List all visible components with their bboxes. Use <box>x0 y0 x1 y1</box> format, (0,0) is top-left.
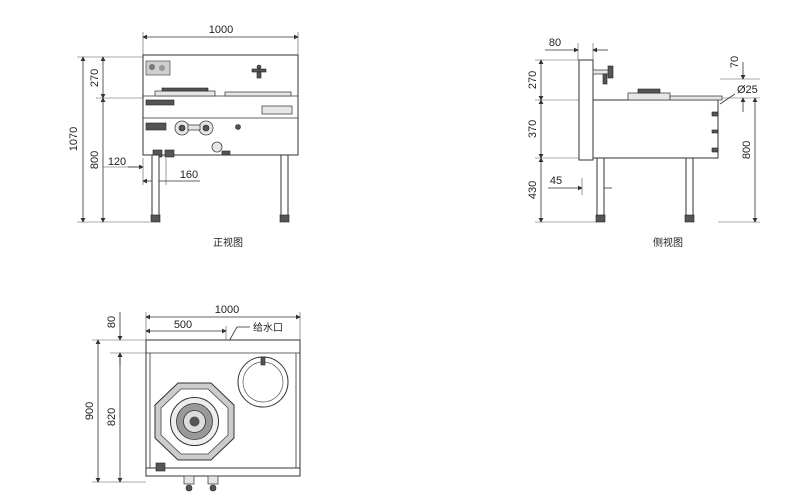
front-left-offset-label: 120 <box>108 156 126 168</box>
side-height-label: 800 <box>741 141 753 159</box>
side-leg-offset-label: 45 <box>550 175 562 187</box>
top-half-label: 500 <box>174 319 192 331</box>
top-depth-label: 900 <box>84 402 96 420</box>
front-legs <box>150 154 290 223</box>
side-view-caption: 侧视图 <box>653 236 683 249</box>
side-view: 80 270 370 430 45 <box>527 37 760 249</box>
side-water-pipe <box>578 59 614 161</box>
front-knob-span-label: 160 <box>180 169 198 181</box>
side-dim-pipe: 80 <box>545 37 608 60</box>
top-back-label: 80 <box>106 316 118 328</box>
side-spout-label: 70 <box>729 56 741 68</box>
top-dim-width: 1000 500 <box>145 304 301 355</box>
top-width-label: 1000 <box>215 304 239 316</box>
front-logo-sticker <box>145 60 171 76</box>
side-pipe-label: 80 <box>549 37 561 49</box>
front-view: 1000 1070 270 800 120 160 <box>68 24 299 249</box>
front-dim-left: 1070 270 800 <box>68 56 150 223</box>
front-dim-width: 1000 <box>142 24 299 55</box>
top-front-rail <box>145 467 301 477</box>
side-bottom-label: 430 <box>527 181 539 199</box>
water-inlet-label: 给水口 <box>253 321 283 334</box>
side-stove-body <box>592 99 719 159</box>
side-legs <box>595 157 695 223</box>
side-burner <box>627 88 723 101</box>
side-top-label: 270 <box>527 71 539 89</box>
top-inner-depth-label: 820 <box>106 408 118 426</box>
side-front-panel <box>711 111 719 153</box>
front-faucet-icon <box>251 64 267 79</box>
front-view-caption: 正视图 <box>213 236 243 249</box>
top-dim-left: 80 900 820 <box>84 312 146 483</box>
front-total-height-label: 1070 <box>68 127 80 151</box>
top-view: 1000 500 给水口 80 900 820 <box>84 304 301 492</box>
front-top-height-label: 270 <box>89 69 101 87</box>
side-dim-left: 270 370 430 <box>527 59 597 223</box>
side-dim-leg: 45 <box>548 175 612 195</box>
top-wok-burner <box>154 382 235 461</box>
side-pipe-dia-label: Ø25 <box>737 84 758 96</box>
front-burner <box>154 87 292 97</box>
front-control-strip <box>145 99 293 115</box>
top-soup-well <box>237 356 289 408</box>
front-width-label: 1000 <box>209 24 233 36</box>
front-body-height-label: 800 <box>89 151 101 169</box>
side-dim-right: 70 800 Ø25 <box>718 56 760 223</box>
top-front-knobs <box>155 462 219 492</box>
top-water-inlet: 给水口 <box>223 321 283 351</box>
front-dim-bottom: 120 160 <box>103 156 200 185</box>
side-middle-label: 370 <box>527 120 539 138</box>
front-knobs <box>145 120 241 156</box>
